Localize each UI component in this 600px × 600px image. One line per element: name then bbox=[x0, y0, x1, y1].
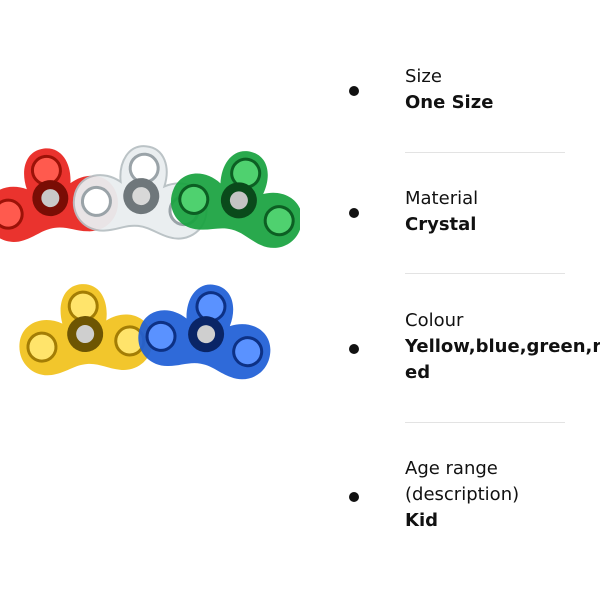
divider bbox=[405, 422, 565, 423]
spec-label: Size bbox=[405, 66, 442, 87]
clear-spinner bbox=[70, 140, 214, 243]
bullet-icon bbox=[349, 492, 359, 502]
spec-value: Yellow,blue,green,red bbox=[405, 336, 600, 383]
bullet-icon bbox=[349, 344, 359, 354]
spec-list: Size One Size Material Crystal Colour Ye… bbox=[340, 0, 600, 600]
spec-value: Kid bbox=[405, 510, 439, 531]
green-spinner bbox=[164, 140, 300, 254]
fidget-spinners-image bbox=[0, 140, 300, 384]
spec-label: Age range (description) bbox=[405, 458, 520, 505]
spec-label: Material bbox=[405, 188, 479, 209]
spec-label: Colour bbox=[405, 310, 464, 331]
spec-value: Crystal bbox=[405, 214, 477, 235]
blue-spinner bbox=[133, 273, 281, 384]
bullet-icon bbox=[349, 86, 359, 96]
yellow-spinner bbox=[15, 279, 155, 378]
divider bbox=[405, 152, 565, 153]
divider bbox=[405, 273, 565, 274]
spec-value: One Size bbox=[405, 92, 494, 113]
bullet-icon bbox=[349, 208, 359, 218]
